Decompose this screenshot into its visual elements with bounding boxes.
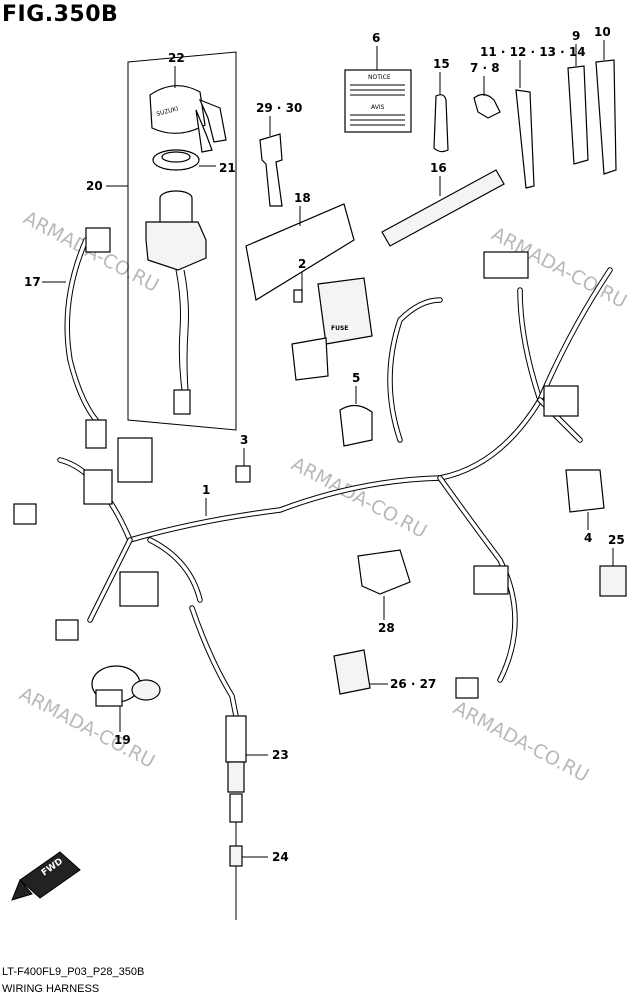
bracket-18 (245, 203, 355, 301)
figure-title: FIG.350B (2, 2, 119, 27)
cover-5 (339, 404, 373, 447)
callout-20: 20 (86, 179, 103, 193)
callout-28: 28 (378, 621, 395, 635)
callout-7-8: 7 · 8 (470, 61, 500, 75)
callout-16: 16 (430, 161, 447, 175)
callout-5: 5 (352, 371, 360, 385)
relay-3 (235, 465, 251, 483)
relay-26-27 (333, 649, 371, 695)
label-avis-text: AVIS (371, 104, 385, 111)
callout-22: 22 (168, 51, 185, 65)
callout-21: 21 (219, 161, 236, 175)
label-notice-text: NOTICE (368, 74, 391, 81)
protector-16 (381, 169, 505, 247)
cap-4 (565, 469, 605, 513)
figure-code: LT-F400FL9_P03_P28_350B (2, 966, 145, 978)
callout-15: 15 (433, 57, 450, 71)
main-harness (13, 251, 613, 699)
sub-harness-17 (64, 227, 111, 449)
watermark-5: ARMADA-CO.RU (450, 697, 593, 787)
callout-10: 10 (594, 25, 611, 39)
callout-19: 19 (114, 733, 131, 747)
callout-4: 4 (584, 531, 592, 545)
label-sheet: NOTICE AVIS (344, 69, 412, 133)
callout-29-30: 29 · 30 (256, 101, 302, 115)
strap-15 (433, 94, 449, 153)
key-blank-29-30 (259, 133, 283, 207)
callout-26-27: 26 · 27 (390, 677, 436, 691)
ignition-switch-assembly: SUZUKI (106, 51, 237, 431)
callouts: 22 21 20 29 · 30 6 15 7 · 8 11 · 12 · 13… (24, 25, 625, 864)
callout-18: 18 (294, 191, 311, 205)
oxygen-sensor-23 (189, 605, 247, 920)
band-10 (595, 59, 617, 175)
callout-3: 3 (240, 433, 248, 447)
callout-24: 24 (272, 850, 289, 864)
callout-23: 23 (272, 748, 289, 762)
tie-11-14 (515, 89, 535, 189)
callout-6: 6 (372, 31, 380, 45)
clamp-7-8 (473, 93, 501, 119)
callout-1: 1 (202, 483, 210, 497)
fuse-text: FUSE (331, 325, 348, 332)
callout-25: 25 (608, 533, 625, 547)
callout-2: 2 (298, 257, 306, 271)
bracket-28 (357, 549, 411, 595)
fuse-box: FUSE (291, 277, 373, 381)
band-9 (567, 65, 589, 165)
forward-arrow: FWD (11, 851, 81, 901)
callout-9: 9 (572, 29, 580, 43)
callout-17: 17 (24, 275, 41, 289)
sensor-19 (91, 665, 161, 707)
block-25 (599, 565, 627, 597)
figure-name: WIRING HARNESS (2, 983, 100, 995)
callout-11-14: 11 · 12 · 13 · 14 (480, 45, 586, 59)
